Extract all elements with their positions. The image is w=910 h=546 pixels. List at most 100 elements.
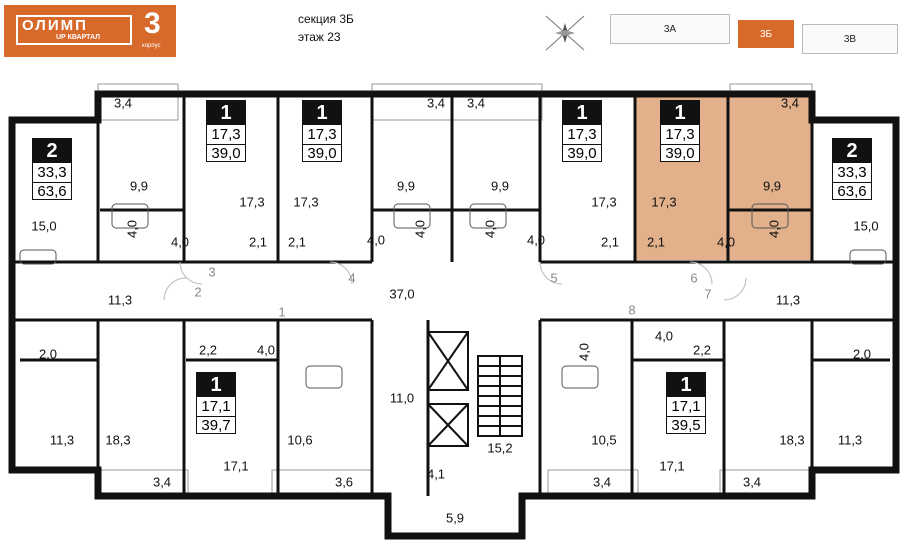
room-area-label: 2,1 [646, 234, 666, 250]
apartment-total-area: 39,7 [201, 417, 231, 434]
door-number: 8 [628, 302, 636, 318]
apartment-living-area: 33,3 [33, 164, 71, 183]
room-area-label: 2,1 [248, 234, 268, 250]
project-logo: ОЛИМП UP КВАРТАЛ 3 корпус [4, 5, 176, 57]
building-number-label: корпус [142, 43, 161, 49]
room-area-label: 15,2 [487, 440, 513, 456]
door-number: 1 [278, 304, 286, 320]
room-area-label: 9,9 [490, 178, 510, 194]
door-number: 3 [208, 264, 216, 280]
room-area-label: 4,0 [716, 234, 736, 250]
room-area-label: 2,0 [38, 346, 58, 362]
room-area-label: 17,3 [239, 194, 265, 210]
room-area-label: 3,4 [592, 474, 612, 490]
door-swings [163, 261, 747, 301]
room-area-label: 4,0 [170, 234, 190, 250]
room-area-label: 4,0 [654, 328, 674, 344]
room-area-label: 3,4 [113, 95, 133, 111]
room-area-label: 2,0 [852, 346, 872, 362]
apartment-rooms: 2 [33, 139, 71, 163]
core [427, 331, 523, 447]
apartment-badge[interactable]: 1 17,3 39,0 [206, 100, 246, 162]
apartment-living-area: 17,3 [563, 126, 601, 145]
apartment-badge[interactable]: 2 33,3 63,6 [32, 138, 72, 200]
room-area-label: 4,0 [366, 232, 386, 248]
apartment-total-area: 39,0 [211, 145, 241, 162]
key-plan-section-3v[interactable]: 3В [802, 24, 898, 54]
room-area-label: 11,3 [837, 432, 863, 448]
room-area-label: 4,1 [426, 466, 446, 482]
apartment-badge[interactable]: 1 17,3 39,0 [562, 100, 602, 162]
door-number: 5 [550, 270, 558, 286]
door-number: 4 [348, 270, 356, 286]
floor-label: этаж 23 [298, 30, 341, 44]
room-area-label: 3,4 [780, 95, 800, 111]
compass-icon [545, 15, 585, 51]
apartment-rooms: 1 [303, 101, 341, 125]
room-area-label: 15,0 [31, 218, 57, 234]
apartment-living-area: 17,3 [661, 126, 699, 145]
room-area-label: 4,0 [412, 219, 428, 239]
room-area-label: 4,0 [256, 342, 276, 358]
room-area-label: 9,9 [129, 178, 149, 194]
room-area-label: 2,1 [600, 234, 620, 250]
door-number: 2 [194, 284, 202, 300]
door-number: 6 [690, 270, 698, 286]
room-area-label: 10,5 [591, 432, 617, 448]
apartment-badge[interactable]: 1 17,1 39,5 [666, 372, 706, 434]
bathroom-fixtures [19, 203, 887, 389]
room-area-label: 4,0 [482, 219, 498, 239]
room-area-label: 9,9 [762, 178, 782, 194]
apartment-total-area: 39,0 [665, 145, 695, 162]
room-area-label: 3,4 [466, 95, 486, 111]
room-area-label: 4,0 [124, 219, 140, 239]
room-area-label: 11,3 [775, 292, 801, 308]
apartment-rooms: 1 [661, 101, 699, 125]
section-label: секция 3Б [298, 12, 354, 26]
room-area-label: 17,3 [293, 194, 319, 210]
apartment-living-area: 33,3 [833, 164, 871, 183]
apartment-living-area: 17,1 [667, 398, 705, 417]
room-area-label: 2,2 [692, 342, 712, 358]
apartment-rooms: 1 [563, 101, 601, 125]
logo-sub-text: КВАРТАЛ [67, 34, 101, 41]
apartment-badge[interactable]: 2 33,3 63,6 [832, 138, 872, 200]
room-area-label: 18,3 [779, 432, 805, 448]
room-area-label: 17,1 [223, 458, 249, 474]
apartment-total-area: 63,6 [837, 183, 867, 200]
apartment-living-area: 17,3 [207, 126, 245, 145]
room-area-label: 3,4 [426, 95, 446, 111]
apartment-rooms: 1 [197, 373, 235, 397]
apartment-badge[interactable]: 1 17,3 39,0 [302, 100, 342, 162]
room-area-label: 5,9 [445, 510, 465, 526]
room-area-label: 11,3 [107, 292, 133, 308]
building-number: 3 [144, 7, 161, 40]
room-area-label: 4,0 [766, 219, 782, 239]
room-area-label: 11,3 [49, 432, 75, 448]
apartment-total-area: 39,5 [671, 417, 701, 434]
inner-walls [12, 94, 896, 496]
apartment-total-area: 39,0 [307, 145, 337, 162]
room-area-label: 9,9 [396, 178, 416, 194]
room-area-label: 3,4 [742, 474, 762, 490]
apartment-rooms: 1 [207, 101, 245, 125]
section-info: секция 3Б этаж 23 [298, 10, 354, 46]
apartment-badge[interactable]: 1 17,1 39,7 [196, 372, 236, 434]
key-plan-section-3b[interactable]: 3Б [738, 20, 794, 48]
apartment-rooms: 2 [833, 139, 871, 163]
logo-frame [16, 15, 132, 45]
key-plan-section-3a[interactable]: 3А [610, 14, 730, 44]
apartment-living-area: 17,1 [197, 398, 235, 417]
room-area-label: 3,4 [152, 474, 172, 490]
door-number: 7 [704, 286, 712, 302]
room-area-label: 17,1 [659, 458, 685, 474]
room-area-label: 4,0 [576, 342, 592, 362]
logo-name: ОЛИМП [22, 17, 88, 34]
apartment-rooms: 1 [667, 373, 705, 397]
logo-subtitle: UP КВАРТАЛ [56, 34, 100, 41]
corridor [98, 262, 810, 320]
apartment-badge-highlighted[interactable]: 1 17,3 39,0 [660, 100, 700, 162]
logo-sub-up: UP [56, 34, 66, 41]
room-area-label: 3,6 [334, 474, 354, 490]
room-area-label: 37,0 [389, 286, 415, 302]
